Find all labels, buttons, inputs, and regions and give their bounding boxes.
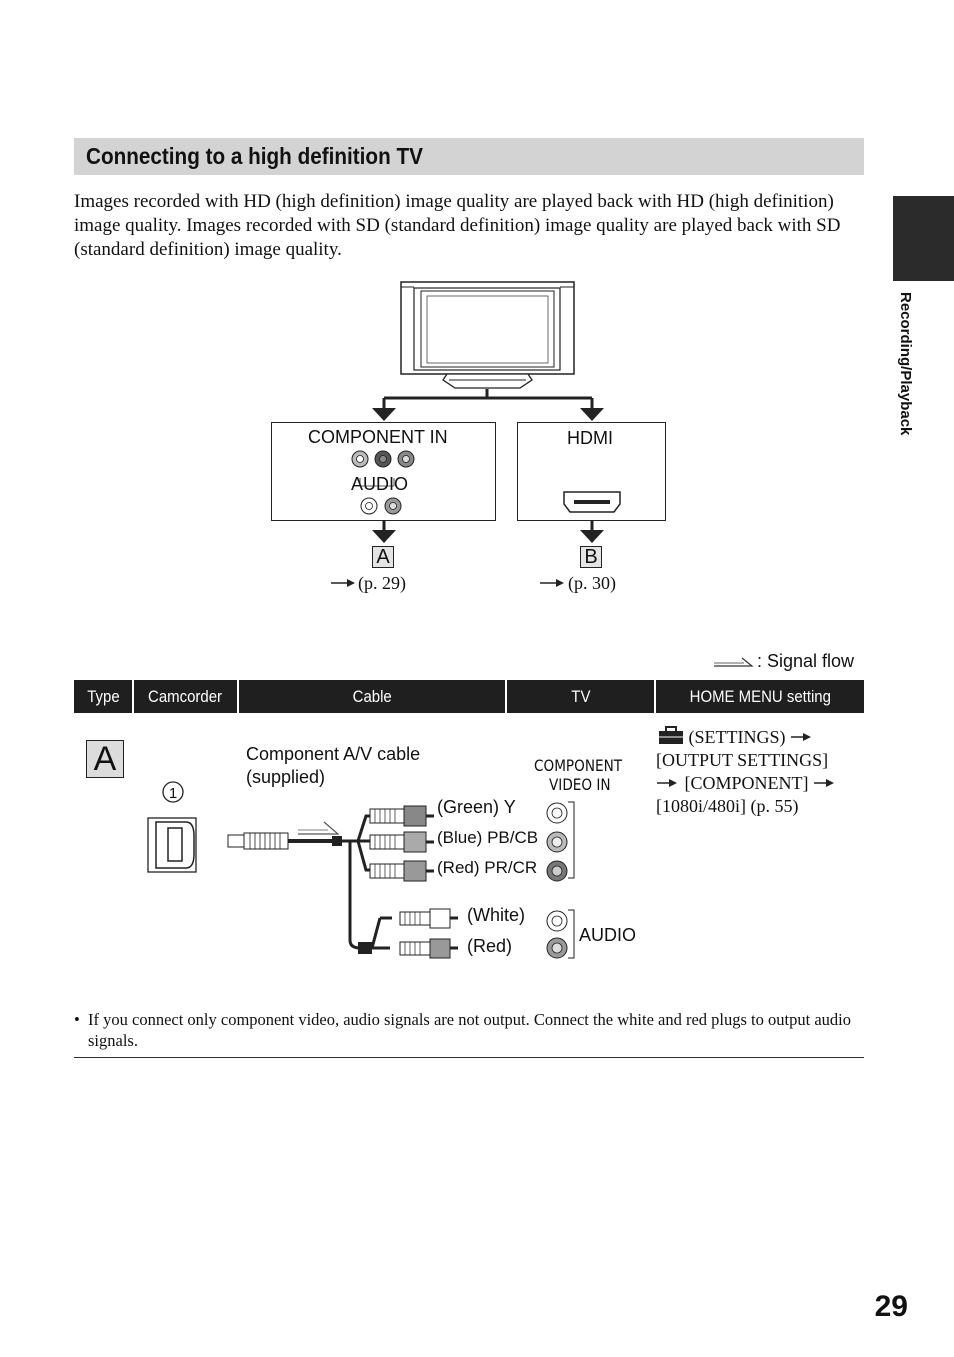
plug-red-audio-label: (Red): [467, 936, 513, 956]
col-camcorder: Camcorder: [134, 680, 237, 713]
arrow-right-icon: [540, 579, 564, 587]
rca-plug-white: [399, 908, 458, 929]
plug-red-video-label: (Red) PR/CR: [437, 858, 538, 877]
col-cable: Cable: [239, 680, 505, 713]
av-cable-icon: [227, 805, 458, 959]
arrow-right-icon: [331, 579, 355, 587]
row-type-letter: A: [86, 740, 124, 778]
arrow-right-icon: [791, 733, 811, 741]
camcorder-step-number: 1: [169, 785, 177, 802]
chapter-label: Recording/Playback: [897, 292, 914, 436]
section-title: Connecting to a high definition TV: [86, 143, 423, 169]
page-ref-b[interactable]: (p. 30): [568, 573, 616, 593]
plug-blue-label: (Blue) PB/CB: [437, 828, 539, 847]
component-jacks: [351, 450, 415, 515]
signal-flow-icon: [714, 657, 754, 667]
rca-plug-green: [369, 805, 434, 827]
section-header-bar: [74, 138, 864, 175]
col-type: Type: [74, 680, 132, 713]
tv-video-in-label: VIDEO IN: [549, 775, 611, 794]
component-jack-icon: [384, 497, 402, 515]
toolbox-icon: [659, 726, 683, 744]
arrow-right-icon: [814, 779, 834, 787]
option-letter-b: B: [580, 546, 602, 568]
arrow-down-icon: [580, 530, 604, 543]
page-ref-a[interactable]: (p. 29): [358, 573, 406, 593]
component-in-label: COMPONENT IN: [308, 427, 448, 447]
component-jack-icon: [360, 497, 378, 515]
component-jack-icon: [546, 831, 568, 853]
menu-component: [COMPONENT]: [684, 773, 809, 793]
tv-component-label: COMPONENT: [534, 756, 623, 775]
arrow-down-icon: [580, 408, 604, 421]
page-number: 29: [874, 1290, 908, 1323]
col-tv: TV: [507, 680, 654, 713]
hdmi-port-icon: [563, 491, 621, 513]
component-jack-icon: [351, 450, 369, 468]
note: • If you connect only component video, a…: [74, 1009, 864, 1051]
rca-plug-blue: [369, 831, 434, 853]
arrow-right-icon: [657, 779, 677, 787]
plug-green-label: (Green) Y: [437, 797, 516, 817]
plug-white-label: (White): [467, 905, 525, 925]
camcorder-jack-illustration: 1: [147, 781, 197, 873]
component-jack-icon: [546, 910, 568, 932]
cable-name: Component A/V cable: [246, 744, 421, 764]
tv-jack-column: [546, 801, 575, 959]
rca-plug-red-audio: [399, 938, 458, 959]
component-jack-icon: [546, 860, 568, 882]
cable-supplied: (supplied): [246, 767, 326, 787]
tv-audio-label: AUDIO: [579, 925, 637, 945]
component-jack-icon: [397, 450, 415, 468]
col-home-menu: HOME MENU setting: [656, 680, 864, 713]
connection-diagram: [331, 281, 604, 587]
signal-flow-label: : Signal flow: [757, 651, 855, 671]
component-jack-icon: [546, 802, 568, 824]
component-jack-icon: [546, 937, 568, 959]
component-jack-icon: [374, 450, 392, 468]
chapter-tab: [893, 196, 954, 281]
home-menu-setting: (SETTINGS) [OUTPUT SETTINGS] [COMPONENT]…: [656, 725, 864, 818]
menu-settings: (SETTINGS): [688, 727, 786, 747]
note-text: If you connect only component video, aud…: [88, 1010, 851, 1050]
tv-icon: [400, 281, 575, 389]
intro-paragraph: Images recorded with HD (high definition…: [74, 191, 841, 260]
option-letter-a: A: [372, 546, 394, 568]
hdmi-label: HDMI: [567, 428, 613, 448]
arrow-down-icon: [372, 530, 396, 543]
bullet: •: [74, 1010, 80, 1029]
component-in-box: [271, 422, 496, 521]
menu-1080i-480i: [1080i/480i] (p. 55): [656, 796, 799, 816]
table-header: Type Camcorder Cable TV HOME MENU settin…: [74, 680, 864, 713]
rca-plug-red-video: [369, 860, 434, 882]
arrow-down-icon: [372, 408, 396, 421]
menu-output-settings: [OUTPUT SETTINGS]: [656, 750, 829, 770]
divider: [74, 1057, 864, 1058]
